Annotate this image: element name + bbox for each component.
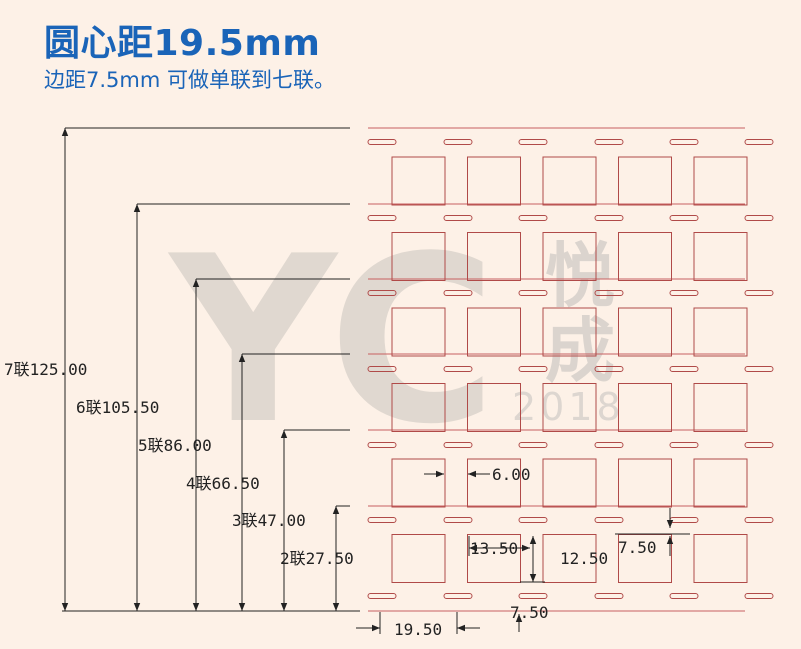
perforation-slot [669, 290, 699, 296]
perforation-slot [594, 442, 624, 448]
label-cell [467, 232, 521, 281]
label-cell [467, 156, 521, 206]
perforation-slot [367, 366, 397, 372]
watermark-name-bottom: 成 [545, 310, 615, 392]
perforation-slot [518, 366, 548, 372]
perforation-slot [443, 215, 473, 221]
perforation-slot [443, 517, 473, 523]
label-cell [542, 534, 597, 583]
label-cell [542, 307, 597, 357]
gap-label: 6.00 [492, 465, 531, 484]
height-dimensions: 7联125.00 6联105.50 5联86.00 4联66.50 3联47.0… [4, 127, 360, 612]
watermark-brand: YC [167, 208, 497, 475]
label-cell [391, 307, 446, 357]
cell-width-label: 13.50 [470, 539, 518, 558]
page-title: 圆心距19.5mm [44, 23, 321, 64]
label-cell [693, 383, 748, 432]
perforation-slot [669, 442, 699, 448]
perforation-slots [367, 139, 774, 599]
perforation-slot [443, 593, 473, 599]
side-margin-label: 7.50 [618, 538, 657, 557]
label-cell [391, 232, 446, 281]
label-cell [693, 232, 748, 281]
perforation-slot [744, 290, 774, 296]
perforation-slot [594, 215, 624, 221]
label-cell [391, 458, 446, 508]
label-cell [391, 383, 446, 432]
perforation-slot [669, 215, 699, 221]
perforation-slot [594, 139, 624, 145]
label-cell [467, 307, 521, 357]
label-cell [693, 458, 748, 508]
perforation-slot [518, 593, 548, 599]
perforation-slot [367, 593, 397, 599]
label-cell [542, 156, 597, 206]
dim-label-4: 4联66.50 [186, 474, 260, 493]
label-cell [618, 383, 672, 432]
perforation-slot [744, 366, 774, 372]
perforation-slot [518, 290, 548, 296]
row-separator-lines [368, 127, 745, 612]
bottom-margin-label: 7.50 [510, 603, 549, 622]
dim-label-2: 2联27.50 [280, 549, 354, 568]
perforation-slot [669, 139, 699, 145]
label-cell [618, 458, 672, 508]
dim-label-6: 6联105.50 [76, 398, 159, 417]
perforation-slot [518, 215, 548, 221]
perforation-slot [594, 517, 624, 523]
label-cell [618, 156, 672, 206]
perforation-slot [367, 139, 397, 145]
page-subtitle: 边距7.5mm 可做单联到七联。 [44, 68, 335, 92]
perforation-slot [594, 593, 624, 599]
label-cell [391, 156, 446, 206]
perforation-slot [669, 593, 699, 599]
watermark-year: 2018 [512, 385, 625, 429]
pitch-label: 19.50 [394, 620, 442, 639]
label-cell [391, 534, 446, 583]
perforation-slot [367, 290, 397, 296]
label-cell [542, 383, 597, 432]
perforation-slot [443, 139, 473, 145]
perforation-slot [669, 366, 699, 372]
detail-dimensions: 6.00 13.50 12.50 7.50 7.50 19.50 [356, 465, 690, 639]
label-cell [467, 534, 521, 583]
watermark-logo: YC 悦 成 2018 [167, 208, 625, 475]
watermark-name-top: 悦 [545, 235, 615, 317]
perforation-slot [518, 517, 548, 523]
perforation-slot [744, 593, 774, 599]
cell-height-label: 12.50 [560, 549, 608, 568]
perforation-slot [443, 366, 473, 372]
label-cell [542, 458, 597, 508]
label-cell [467, 383, 521, 432]
perforation-slot [518, 442, 548, 448]
perforation-slot [594, 366, 624, 372]
label-cell [467, 458, 521, 508]
perforation-slot [744, 442, 774, 448]
label-cell [693, 156, 748, 206]
label-cell [542, 232, 597, 281]
dim-label-3: 3联47.00 [232, 511, 306, 530]
perforation-slot [744, 517, 774, 523]
perforation-slot [443, 290, 473, 296]
perforation-slot [367, 442, 397, 448]
perforation-slot [367, 517, 397, 523]
perforation-slot [518, 139, 548, 145]
perforation-slot [744, 139, 774, 145]
label-cell [693, 534, 748, 583]
dim-label-7: 7联125.00 [4, 360, 87, 379]
perforation-slot [367, 215, 397, 221]
label-cells [391, 156, 748, 583]
label-cell [693, 307, 748, 357]
perforation-slot [744, 215, 774, 221]
perforation-slot [594, 290, 624, 296]
dim-label-5: 5联86.00 [138, 436, 212, 455]
perforation-slot [669, 517, 699, 523]
label-cell [618, 232, 672, 281]
perforation-slot [443, 442, 473, 448]
label-cell [618, 307, 672, 357]
